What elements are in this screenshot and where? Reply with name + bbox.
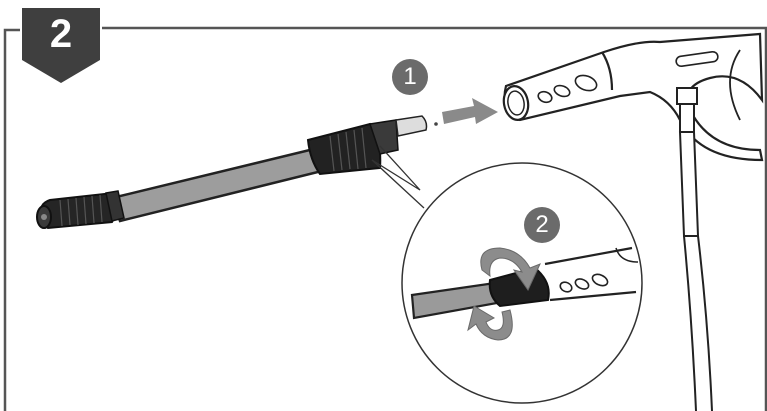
frame-border bbox=[3, 26, 767, 411]
callout-2: 2 bbox=[524, 207, 560, 243]
callout-1: 1 bbox=[392, 59, 428, 95]
insert-arrow-icon bbox=[442, 98, 498, 124]
detail-zoom-circle bbox=[371, 145, 643, 404]
hose bbox=[676, 87, 713, 411]
spray-lance bbox=[36, 115, 438, 230]
step-number: 2 bbox=[49, 12, 73, 56]
adjustable-nozzle bbox=[36, 190, 125, 230]
connector-nut bbox=[306, 115, 438, 176]
trigger-gun bbox=[502, 32, 764, 162]
rotate-arrow-icon bbox=[467, 247, 541, 341]
step-badge bbox=[22, 8, 100, 83]
